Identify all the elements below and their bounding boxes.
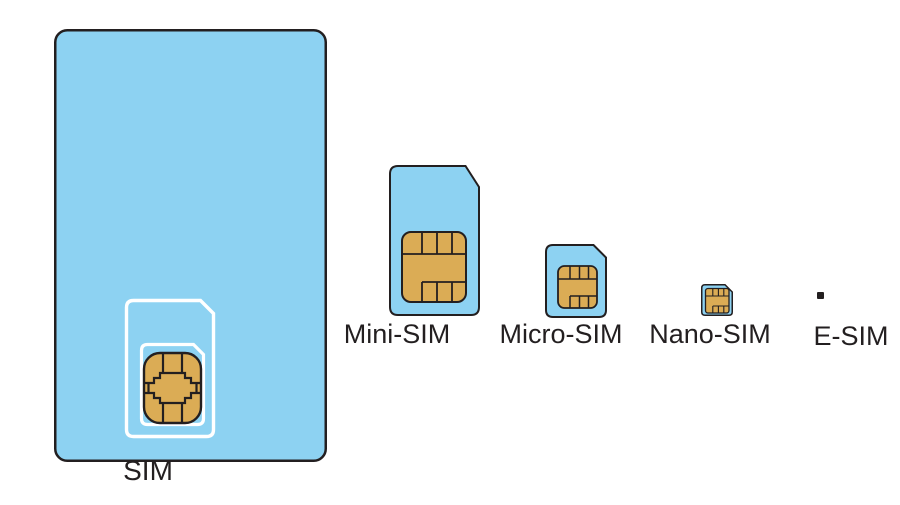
nano-sim-graphic xyxy=(701,284,733,316)
mini-sim-cutout-outline xyxy=(124,298,216,439)
sim-chip-icon xyxy=(557,265,598,309)
e-sim-label: E-SIM xyxy=(813,321,889,351)
micro-sim-label: Micro-SIM xyxy=(499,319,623,349)
nano-sim-label: Nano-SIM xyxy=(649,319,771,349)
full-size-sim-label: SIM xyxy=(123,455,173,486)
micro-sim-card xyxy=(545,244,607,318)
full-size-sim-graphic xyxy=(54,29,327,462)
micro-sim-graphic xyxy=(545,244,607,318)
e-sim-chip-dot-icon xyxy=(817,292,824,299)
full-size-sim-card xyxy=(54,29,327,462)
mini-sim-label: Mini-SIM xyxy=(343,319,451,349)
nano-sim-card xyxy=(701,284,733,316)
micro-sim-cutout-outline xyxy=(139,342,206,427)
mini-sim-card xyxy=(389,165,480,316)
sim-chip-icon xyxy=(704,287,730,314)
sim-chip-icon xyxy=(401,231,467,303)
mini-sim-graphic xyxy=(389,165,480,316)
card-body xyxy=(54,29,327,462)
sim-chip-icon xyxy=(142,351,203,425)
